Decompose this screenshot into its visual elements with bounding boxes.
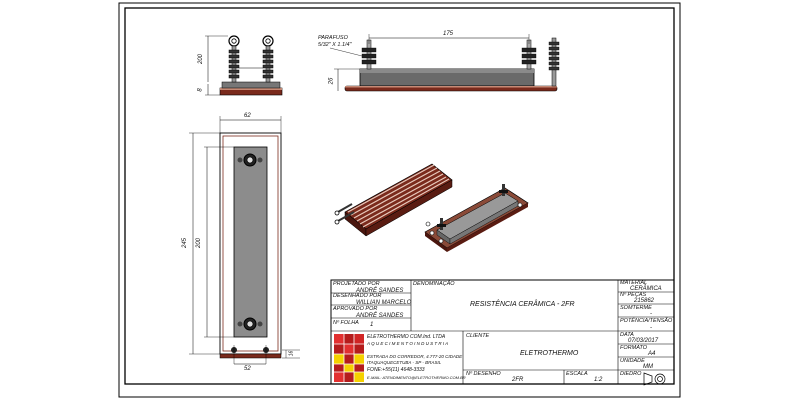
- denominacao-label: DENOMINAÇÃO: [413, 281, 455, 287]
- data-label: DATA: [620, 332, 634, 338]
- dim-top-height: 200: [198, 53, 205, 65]
- company-address: ESTRADA DO CORREDOR, 4.777-20 CIDADE: [367, 354, 463, 359]
- dim-side-height: 26: [328, 77, 335, 85]
- aprovado-por-label: APROVADO POR: [333, 306, 378, 312]
- material-value: CERÂMICA: [630, 286, 662, 292]
- outer-frame: [118, 2, 681, 398]
- dim-bottom-small: 16: [288, 350, 295, 357]
- front-view: [189, 116, 282, 355]
- screw-note-line2: 5/32" X 1.1/4": [318, 42, 352, 48]
- cliente-value: ELETROTHERMO: [520, 350, 579, 357]
- n-pecas-label: Nº PEÇAS: [620, 292, 647, 298]
- unidade-value: MM: [643, 364, 653, 370]
- unidade-label: UNIDADE: [620, 358, 645, 364]
- dim-front-inner: 200: [196, 237, 203, 249]
- company-name: ELETROTHERMO COM.Ind. LTDA: [367, 334, 446, 340]
- dim-side-length: 175: [443, 31, 454, 37]
- diedro-symbol-icon: [643, 372, 666, 386]
- bottom-view: [219, 345, 300, 365]
- desenhado-por-value: WILLIAN MARCELO: [356, 300, 412, 306]
- projetado-por-value: ANDRÉ SANDES: [356, 288, 404, 294]
- n-desenho-label: Nº DESENHO: [466, 371, 501, 377]
- cliente-label: CLIENTE: [466, 333, 490, 339]
- n-folha-value: 1: [370, 322, 374, 328]
- company-logo: [334, 334, 364, 382]
- n-desenho-value: 2FR: [512, 377, 524, 383]
- dim-top-small: 8: [197, 88, 204, 92]
- escala-label: ESCALA: [566, 371, 588, 377]
- dim-front-width: 62: [244, 113, 251, 119]
- title-block: [330, 279, 675, 385]
- som-value: -: [650, 311, 652, 317]
- company-phone: FONE:+55(11) 4648-3333: [367, 367, 425, 373]
- isometric-view-flat: [424, 184, 529, 252]
- dim-bottom-width: 52: [244, 366, 251, 372]
- aprovado-por-value: ANDRÉ SANDES: [356, 313, 404, 319]
- n-folha-label: Nº FOLHA: [333, 320, 359, 326]
- potencia-value: -: [650, 325, 652, 331]
- company-email: E-MAIL: ATENDIMENTO@ELETROTHERMO.COM.BR: [367, 375, 466, 380]
- company-city: ITAQUAQUECETUBA - SP - BRASIL: [367, 360, 442, 365]
- formato-value: A4: [648, 351, 656, 357]
- data-value: 07/03/2017: [628, 338, 659, 344]
- company-tagline: A Q U E C I M E N T O I N D U S T R I A: [367, 341, 449, 346]
- denominacao-value: RESISTÊNCIA CERÂMICA - 2FR: [470, 301, 575, 308]
- projetado-por-label: PROJETADO POR: [333, 281, 380, 287]
- material-label: MATERIAL: [620, 280, 648, 286]
- side-view: [329, 34, 560, 92]
- potencia-label: POTÊNCIA/TENSÃO: [620, 318, 673, 324]
- n-pecas-value: 215862: [634, 298, 655, 304]
- escala-value: 1:2: [594, 377, 603, 383]
- top-view: [205, 35, 283, 96]
- isometric-view-ribbed: [334, 163, 453, 237]
- dim-front-total: 245: [182, 237, 189, 249]
- screw-note-line1: PARAFUSO: [318, 35, 348, 41]
- desenhado-por-label: DESENHADO POR: [333, 293, 382, 299]
- formato-label: FORMATO: [620, 345, 647, 351]
- diedro-label: DIEDRO: [620, 371, 642, 377]
- som-label: SOMTERME: [620, 305, 652, 311]
